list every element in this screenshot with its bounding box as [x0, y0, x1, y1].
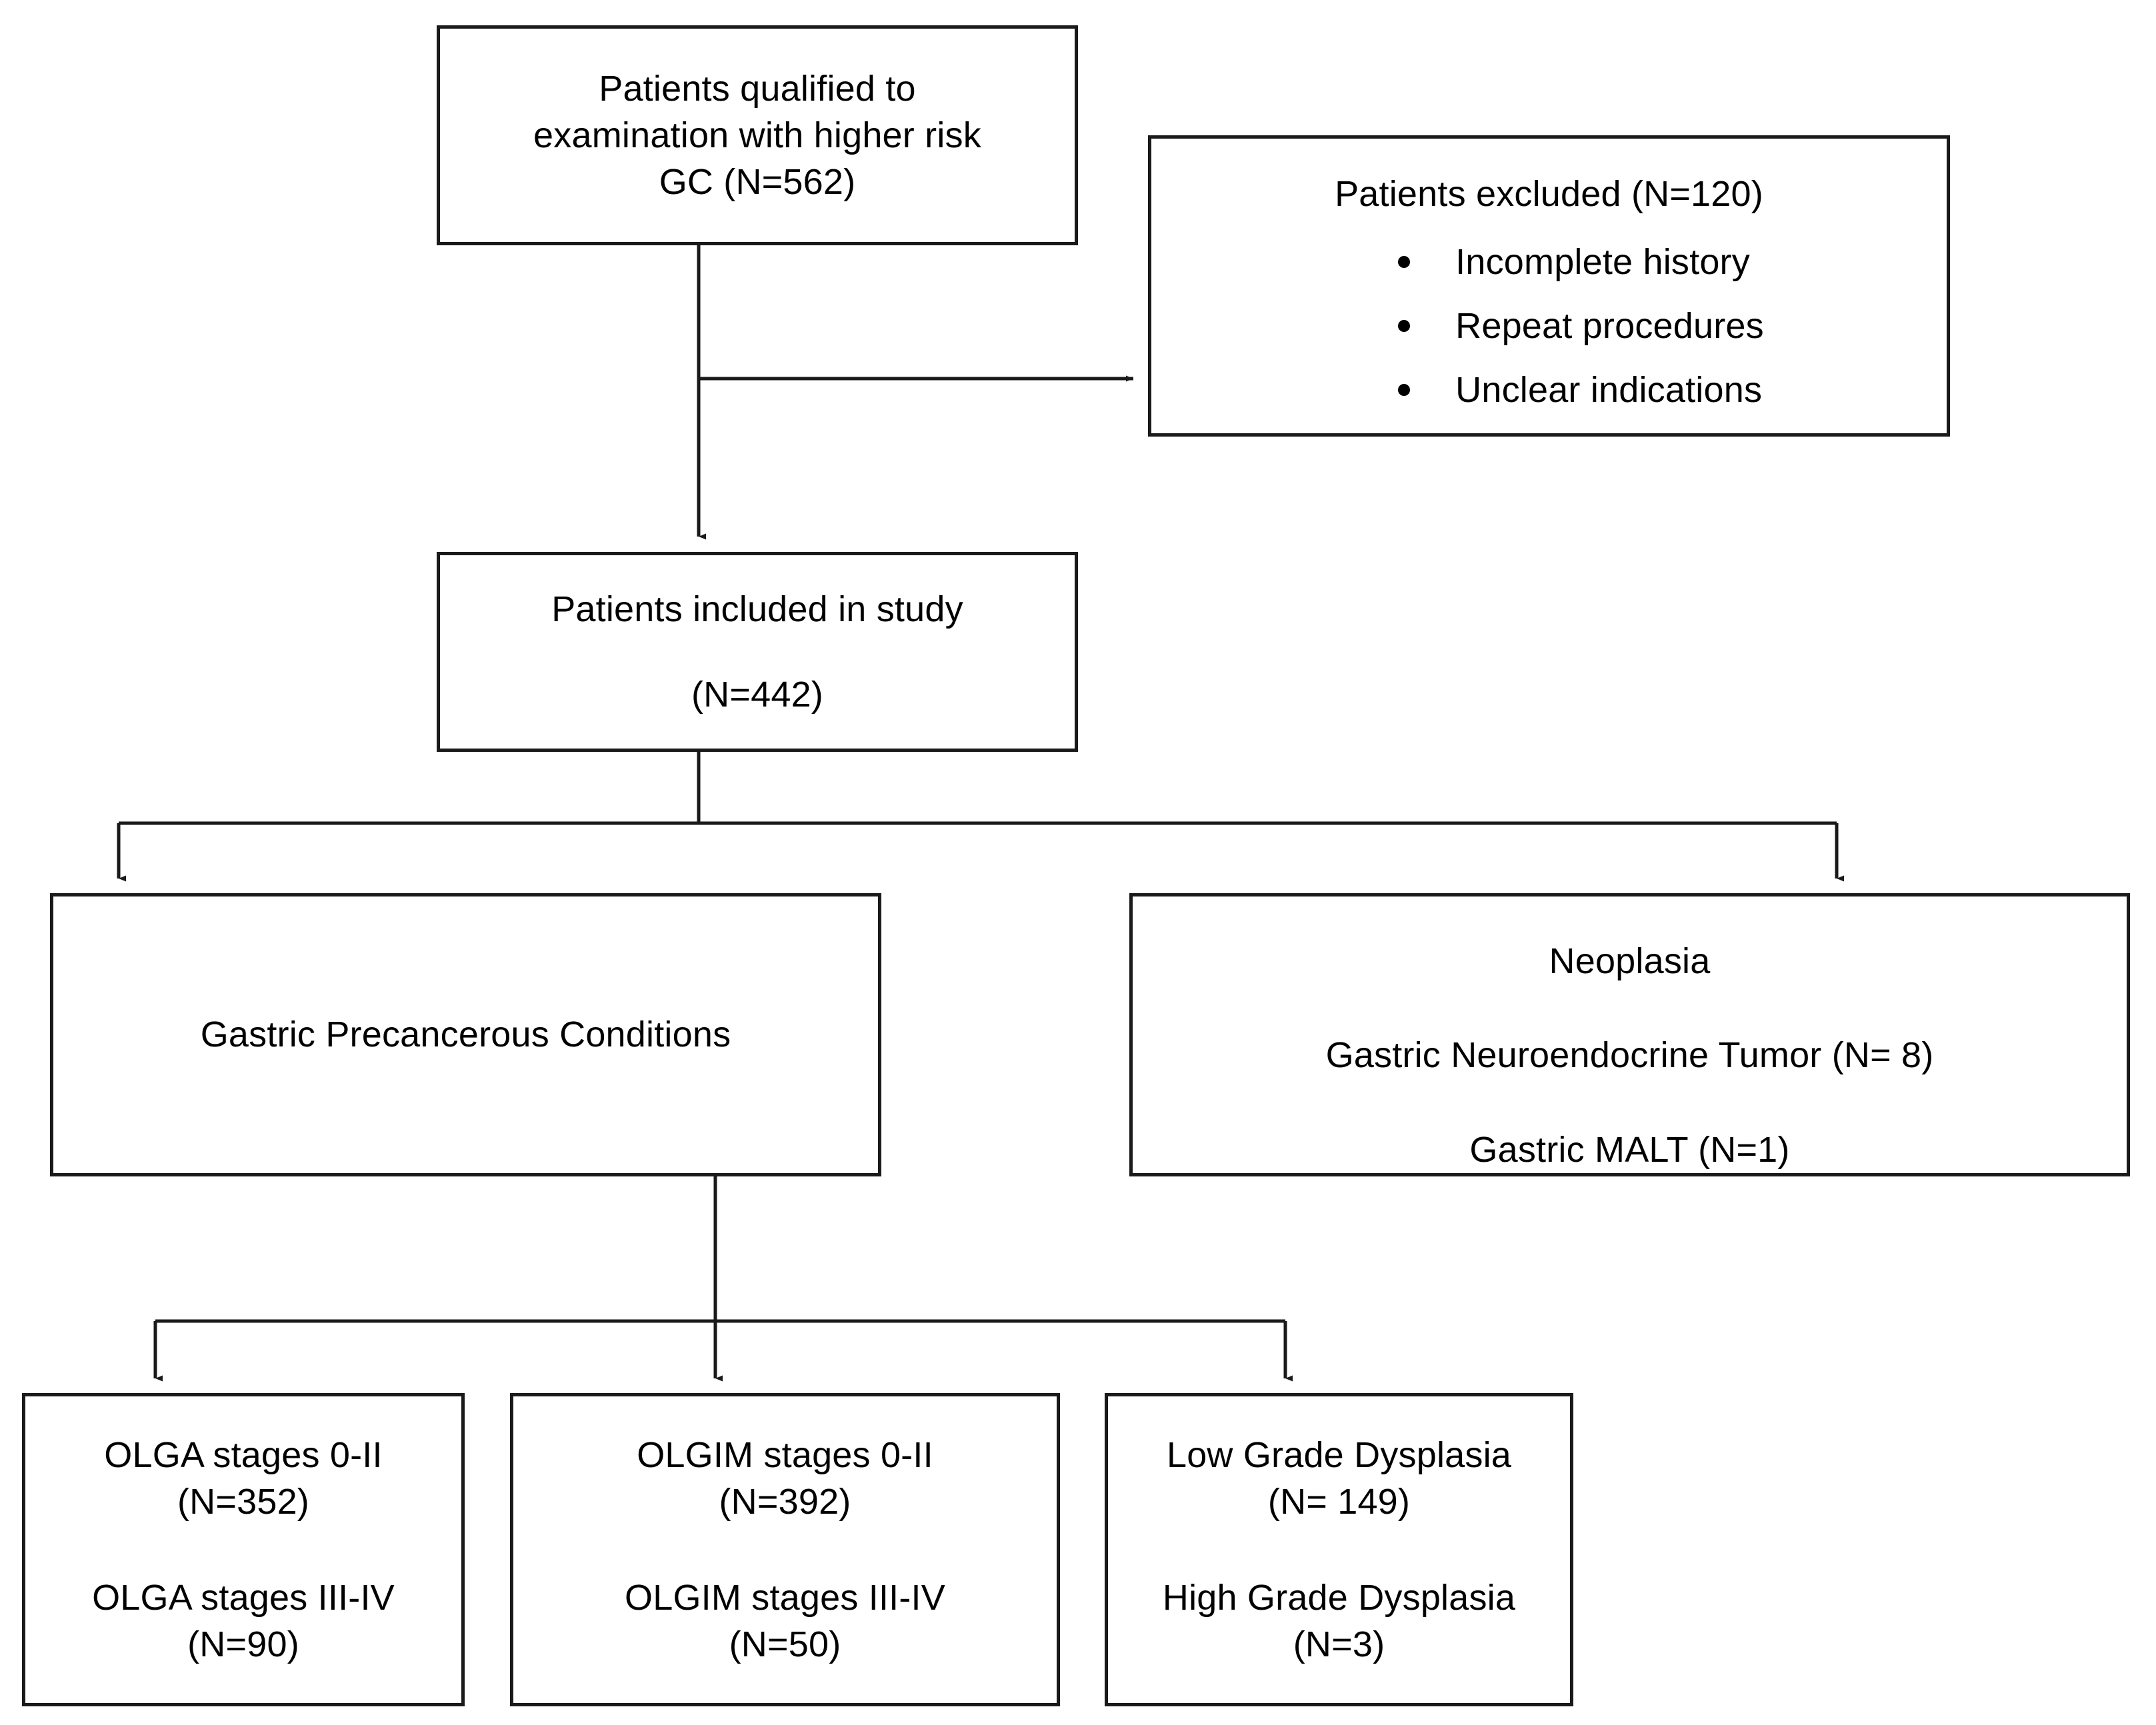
excluded-reason-2: Repeat procedures	[1455, 306, 1764, 347]
node-patients-qualified: Patients qualified to examination with h…	[437, 25, 1078, 245]
qualified-line-2: examination with higher risk	[533, 115, 981, 155]
neoplasia-title: Neoplasia	[1549, 941, 1711, 981]
olga-line-4: (N=90)	[187, 1624, 299, 1665]
olgim-line-1: OLGIM stages 0-II	[637, 1434, 933, 1475]
olgim-line-2: (N=392)	[719, 1481, 851, 1522]
olga-line-2: (N=352)	[177, 1481, 309, 1522]
included-line-2: (N=442)	[691, 675, 823, 715]
olga-line-3: OLGA stages III-IV	[92, 1578, 395, 1618]
dysplasia-line-3: High Grade Dysplasia	[1162, 1578, 1516, 1618]
dysplasia-line-1: Low Grade Dysplasia	[1166, 1434, 1512, 1475]
list-item: Incomplete history	[1398, 244, 1764, 280]
node-dysplasia-grades: Low Grade Dysplasia (N= 149) High Grade …	[1105, 1393, 1573, 1706]
excluded-title: Patients excluded (N=120)	[1335, 174, 1763, 214]
neoplasia-line-1: Gastric Neuroendocrine Tumor (N= 8)	[1325, 1035, 1934, 1076]
bullet-icon	[1398, 384, 1411, 397]
bullet-icon	[1398, 256, 1411, 269]
dysplasia-line-2: (N= 149)	[1267, 1481, 1411, 1522]
qualified-line-1: Patients qualified to	[599, 68, 916, 109]
bullet-icon	[1398, 320, 1411, 333]
dysplasia-line-4: (N=3)	[1293, 1624, 1385, 1665]
excluded-reason-list: Incomplete history Repeat procedures Unc…	[1334, 244, 1764, 408]
list-item: Repeat procedures	[1398, 308, 1764, 344]
precancerous-label: Gastric Precancerous Conditions	[200, 1014, 731, 1055]
list-item: Unclear indications	[1398, 372, 1764, 408]
qualified-line-3: GC (N=562)	[659, 162, 856, 203]
excluded-reason-1: Incomplete history	[1455, 242, 1750, 283]
node-olga-stages: OLGA stages 0-II (N=352) OLGA stages III…	[22, 1393, 465, 1706]
olgim-line-3: OLGIM stages III-IV	[625, 1578, 945, 1618]
olga-line-1: OLGA stages 0-II	[104, 1434, 383, 1475]
node-patients-included: Patients included in study (N=442)	[437, 552, 1078, 752]
included-line-1: Patients included in study	[551, 589, 963, 629]
node-olgim-stages: OLGIM stages 0-II (N=392) OLGIM stages I…	[510, 1393, 1060, 1706]
node-neoplasia: Neoplasia Gastric Neuroendocrine Tumor (…	[1129, 893, 2130, 1176]
excluded-reason-3: Unclear indications	[1455, 370, 1763, 411]
node-gastric-precancerous-conditions: Gastric Precancerous Conditions	[50, 893, 881, 1176]
neoplasia-line-2: Gastric MALT (N=1)	[1469, 1129, 1790, 1170]
olgim-line-4: (N=50)	[729, 1624, 841, 1665]
node-patients-excluded: Patients excluded (N=120) Incomplete his…	[1148, 135, 1950, 437]
